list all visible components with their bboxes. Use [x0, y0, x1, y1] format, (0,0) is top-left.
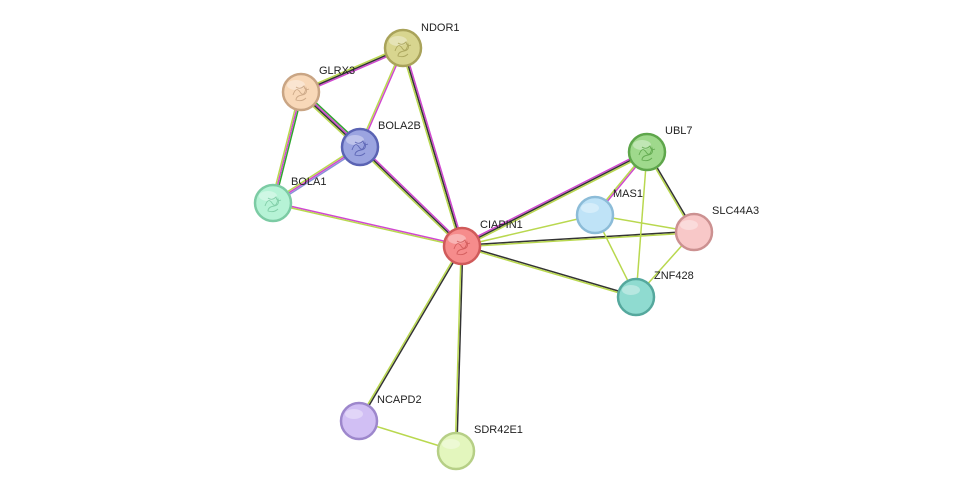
node-highlight [259, 191, 277, 201]
edge-evidence-line [462, 244, 637, 297]
node-highlight [442, 439, 460, 449]
edge-evidence-line [460, 149, 647, 246]
edge-evidence-line [461, 246, 636, 299]
node-label: UBL7 [665, 125, 693, 137]
edge-evidence-line [400, 48, 462, 247]
node-circle [627, 132, 667, 172]
node-circle [339, 401, 379, 441]
node-highlight [680, 220, 698, 230]
edge-ciapin1-znf428[interactable] [461, 244, 637, 299]
node-highlight [346, 135, 364, 145]
node-label: GLRX3 [319, 65, 355, 77]
edge-evidence-line [456, 246, 464, 452]
edge-evidence-line [635, 151, 648, 298]
edge-evidence-line [360, 145, 464, 246]
node-circle [616, 277, 656, 317]
node-label: MAS1 [613, 188, 643, 200]
node-circle [383, 28, 423, 68]
node-highlight [448, 234, 466, 244]
node-ndor1[interactable]: NDOR1 [383, 22, 460, 68]
node-circle [340, 127, 380, 167]
edge-evidence-line [462, 232, 695, 248]
edge-evidence-line [273, 201, 463, 246]
node-label: BOLA2B [378, 120, 421, 132]
node-circle [575, 195, 615, 235]
edge-evidence-line [461, 214, 596, 247]
node-mas1[interactable]: MAS1 [575, 188, 643, 235]
edge-ciapin1-mas1[interactable] [461, 214, 596, 247]
node-highlight [622, 285, 640, 295]
node-label: SLC44A3 [712, 205, 759, 217]
node-ncapd2[interactable]: NCAPD2 [339, 394, 422, 441]
protein-structure-icon [394, 41, 412, 58]
node-bola1[interactable]: BOLA1 [253, 176, 326, 223]
edge-ciapin1-ubl7[interactable] [460, 149, 649, 249]
node-label: NCAPD2 [377, 394, 422, 406]
node-highlight [581, 203, 599, 213]
node-circle [674, 212, 714, 252]
node-glrx3[interactable]: GLRX3 [281, 65, 355, 112]
edge-evidence-line [461, 151, 648, 247]
edge-evidence-line [358, 147, 462, 248]
protein-structure-icon [292, 85, 310, 102]
protein-structure-icon [351, 140, 369, 157]
node-circle [442, 226, 482, 266]
edge-evidence-line [461, 230, 694, 246]
edge-evidence-line [357, 245, 462, 421]
edge-ciapin1-ncapd2[interactable] [357, 245, 464, 422]
edge-evidence-line [359, 146, 463, 247]
node-znf428[interactable]: ZNF428 [616, 270, 694, 317]
node-label: BOLA1 [291, 176, 326, 188]
node-slc44a3[interactable]: SLC44A3 [674, 205, 759, 252]
edge-evidence-line [462, 152, 649, 249]
edge-evidence-line [359, 246, 464, 422]
edge-evidence-line [402, 47, 463, 247]
edge-bola1-ciapin1[interactable] [272, 201, 463, 248]
node-circle [253, 183, 293, 223]
node-label: NDOR1 [421, 22, 460, 34]
node-sdr42e1[interactable]: SDR42E1 [436, 424, 523, 471]
node-highlight [287, 80, 305, 90]
node-highlight [633, 140, 651, 150]
protein-structure-icon [638, 145, 656, 162]
node-label: SDR42E1 [474, 424, 523, 436]
edge-evidence-line [454, 245, 462, 451]
edge-ciapin1-sdr42e1[interactable] [454, 245, 464, 452]
edge-ndor1-ciapin1[interactable] [400, 47, 465, 247]
edge-evidence-line [272, 203, 462, 248]
node-label: ZNF428 [654, 270, 694, 282]
node-ubl7[interactable]: UBL7 [627, 125, 693, 172]
node-highlight [345, 409, 363, 419]
node-bola2b[interactable]: BOLA2B [340, 120, 421, 167]
node-ciapin1[interactable]: CIAPIN1 [442, 219, 523, 266]
edge-evidence-line [403, 47, 465, 246]
node-highlight [389, 36, 407, 46]
protein-structure-icon [453, 239, 471, 256]
edge-bola2b-ciapin1[interactable] [358, 145, 464, 248]
edges-layer [270, 45, 696, 452]
edge-ubl7-znf428[interactable] [635, 151, 648, 298]
node-circle [436, 431, 476, 471]
node-label: CIAPIN1 [480, 219, 523, 231]
node-circle [281, 72, 321, 112]
protein-structure-icon [264, 196, 282, 213]
edge-ciapin1-slc44a3[interactable] [461, 230, 695, 248]
